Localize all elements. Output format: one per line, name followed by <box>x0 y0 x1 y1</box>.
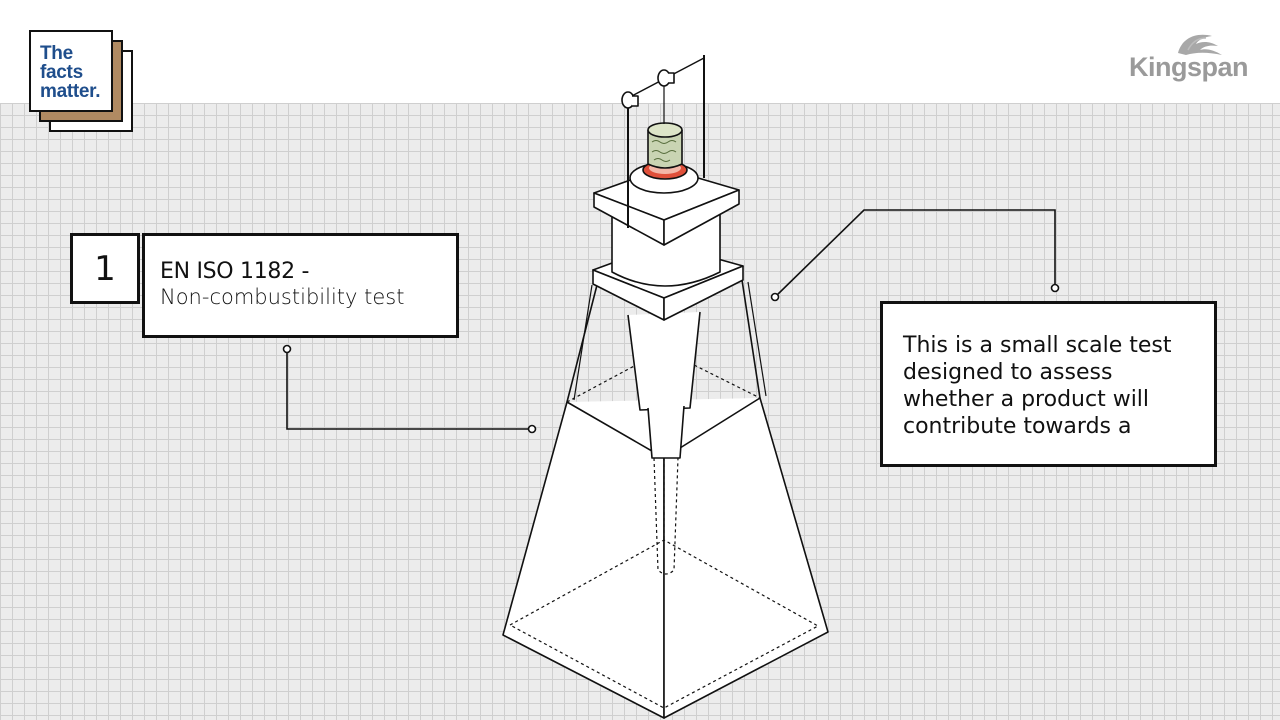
info-text: This is a small scale test designed to a… <box>903 333 1172 439</box>
logo-text: The facts matter. <box>40 43 101 102</box>
step-number-box: 1 <box>70 233 140 304</box>
step-number: 1 <box>94 248 116 289</box>
step-subtitle: Non-combustibility test <box>160 285 405 309</box>
step-title-box: EN ISO 1182 - Non-combustibility test <box>142 233 459 338</box>
info-callout: This is a small scale test designed to a… <box>880 301 1217 467</box>
step-title: EN ISO 1182 - <box>160 259 310 284</box>
kingspan-logo: Kingspan <box>1128 52 1249 82</box>
logo-line-3: matter. <box>40 81 101 102</box>
logo-line-1: The <box>40 43 73 64</box>
logo-card-front: The facts matter. <box>29 30 113 112</box>
facts-matter-logo: The facts matter. <box>29 30 141 135</box>
logo-line-2: facts <box>40 62 83 83</box>
lion-icon <box>1178 34 1222 55</box>
